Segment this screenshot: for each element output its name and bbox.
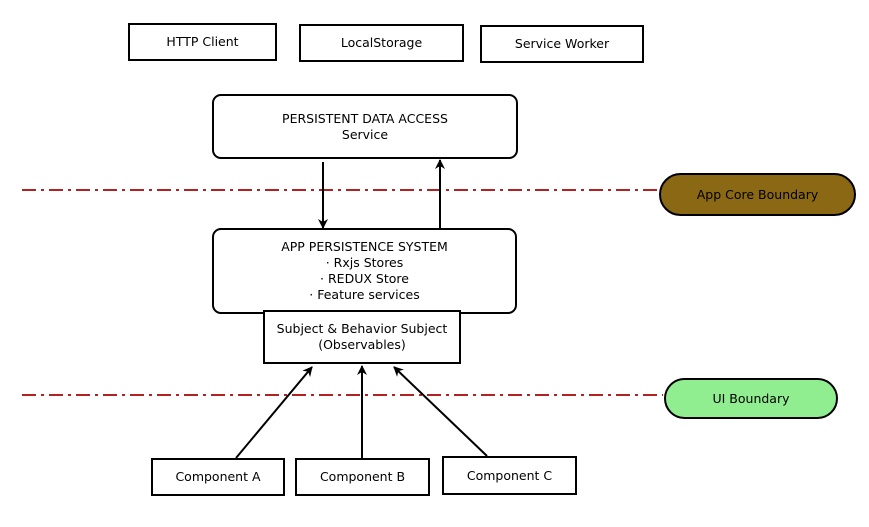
service-worker-label: Service Worker xyxy=(514,36,610,51)
arrow-component-a-to-subject xyxy=(235,366,313,459)
subject-title: Subject & Behavior Subject xyxy=(276,321,448,336)
http-client-box: HTTP Client xyxy=(128,23,277,61)
app-persistence-system-box: APP PERSISTENCE SYSTEM · Rxjs Stores · R… xyxy=(212,228,517,314)
persistent-data-access-title: PERSISTENT DATA ACCESS xyxy=(282,110,448,126)
app-core-boundary-badge: App Core Boundary xyxy=(659,173,856,216)
persistent-data-access-subtitle: Service xyxy=(341,126,389,142)
http-client-label: HTTP Client xyxy=(166,34,239,49)
app-core-boundary-label: App Core Boundary xyxy=(696,187,819,202)
component-c-box: Component C xyxy=(442,456,577,495)
persistence-item-feature-services: · Feature services xyxy=(309,287,420,302)
service-worker-box: Service Worker xyxy=(480,25,644,63)
ui-boundary-badge: UI Boundary xyxy=(664,378,838,419)
persistent-data-access-box: PERSISTENT DATA ACCESS Service xyxy=(212,94,518,159)
arrow-component-c-to-subject xyxy=(393,366,488,457)
persistence-item-rxjs: · Rxjs Stores xyxy=(325,255,404,270)
subject-subtitle: (Observables) xyxy=(318,337,406,352)
component-a-label: Component A xyxy=(175,469,261,484)
persistence-item-redux: · REDUX Store xyxy=(320,271,409,286)
component-b-box: Component B xyxy=(295,458,430,496)
component-b-label: Component B xyxy=(319,469,406,484)
app-persistence-system-title: APP PERSISTENCE SYSTEM xyxy=(281,239,448,254)
component-c-label: Component C xyxy=(466,467,553,483)
local-storage-box: LocalStorage xyxy=(299,24,464,62)
local-storage-label: LocalStorage xyxy=(340,35,423,50)
subject-box: Subject & Behavior Subject (Observables) xyxy=(263,310,461,364)
ui-boundary-label: UI Boundary xyxy=(712,391,790,406)
component-a-box: Component A xyxy=(151,458,285,496)
